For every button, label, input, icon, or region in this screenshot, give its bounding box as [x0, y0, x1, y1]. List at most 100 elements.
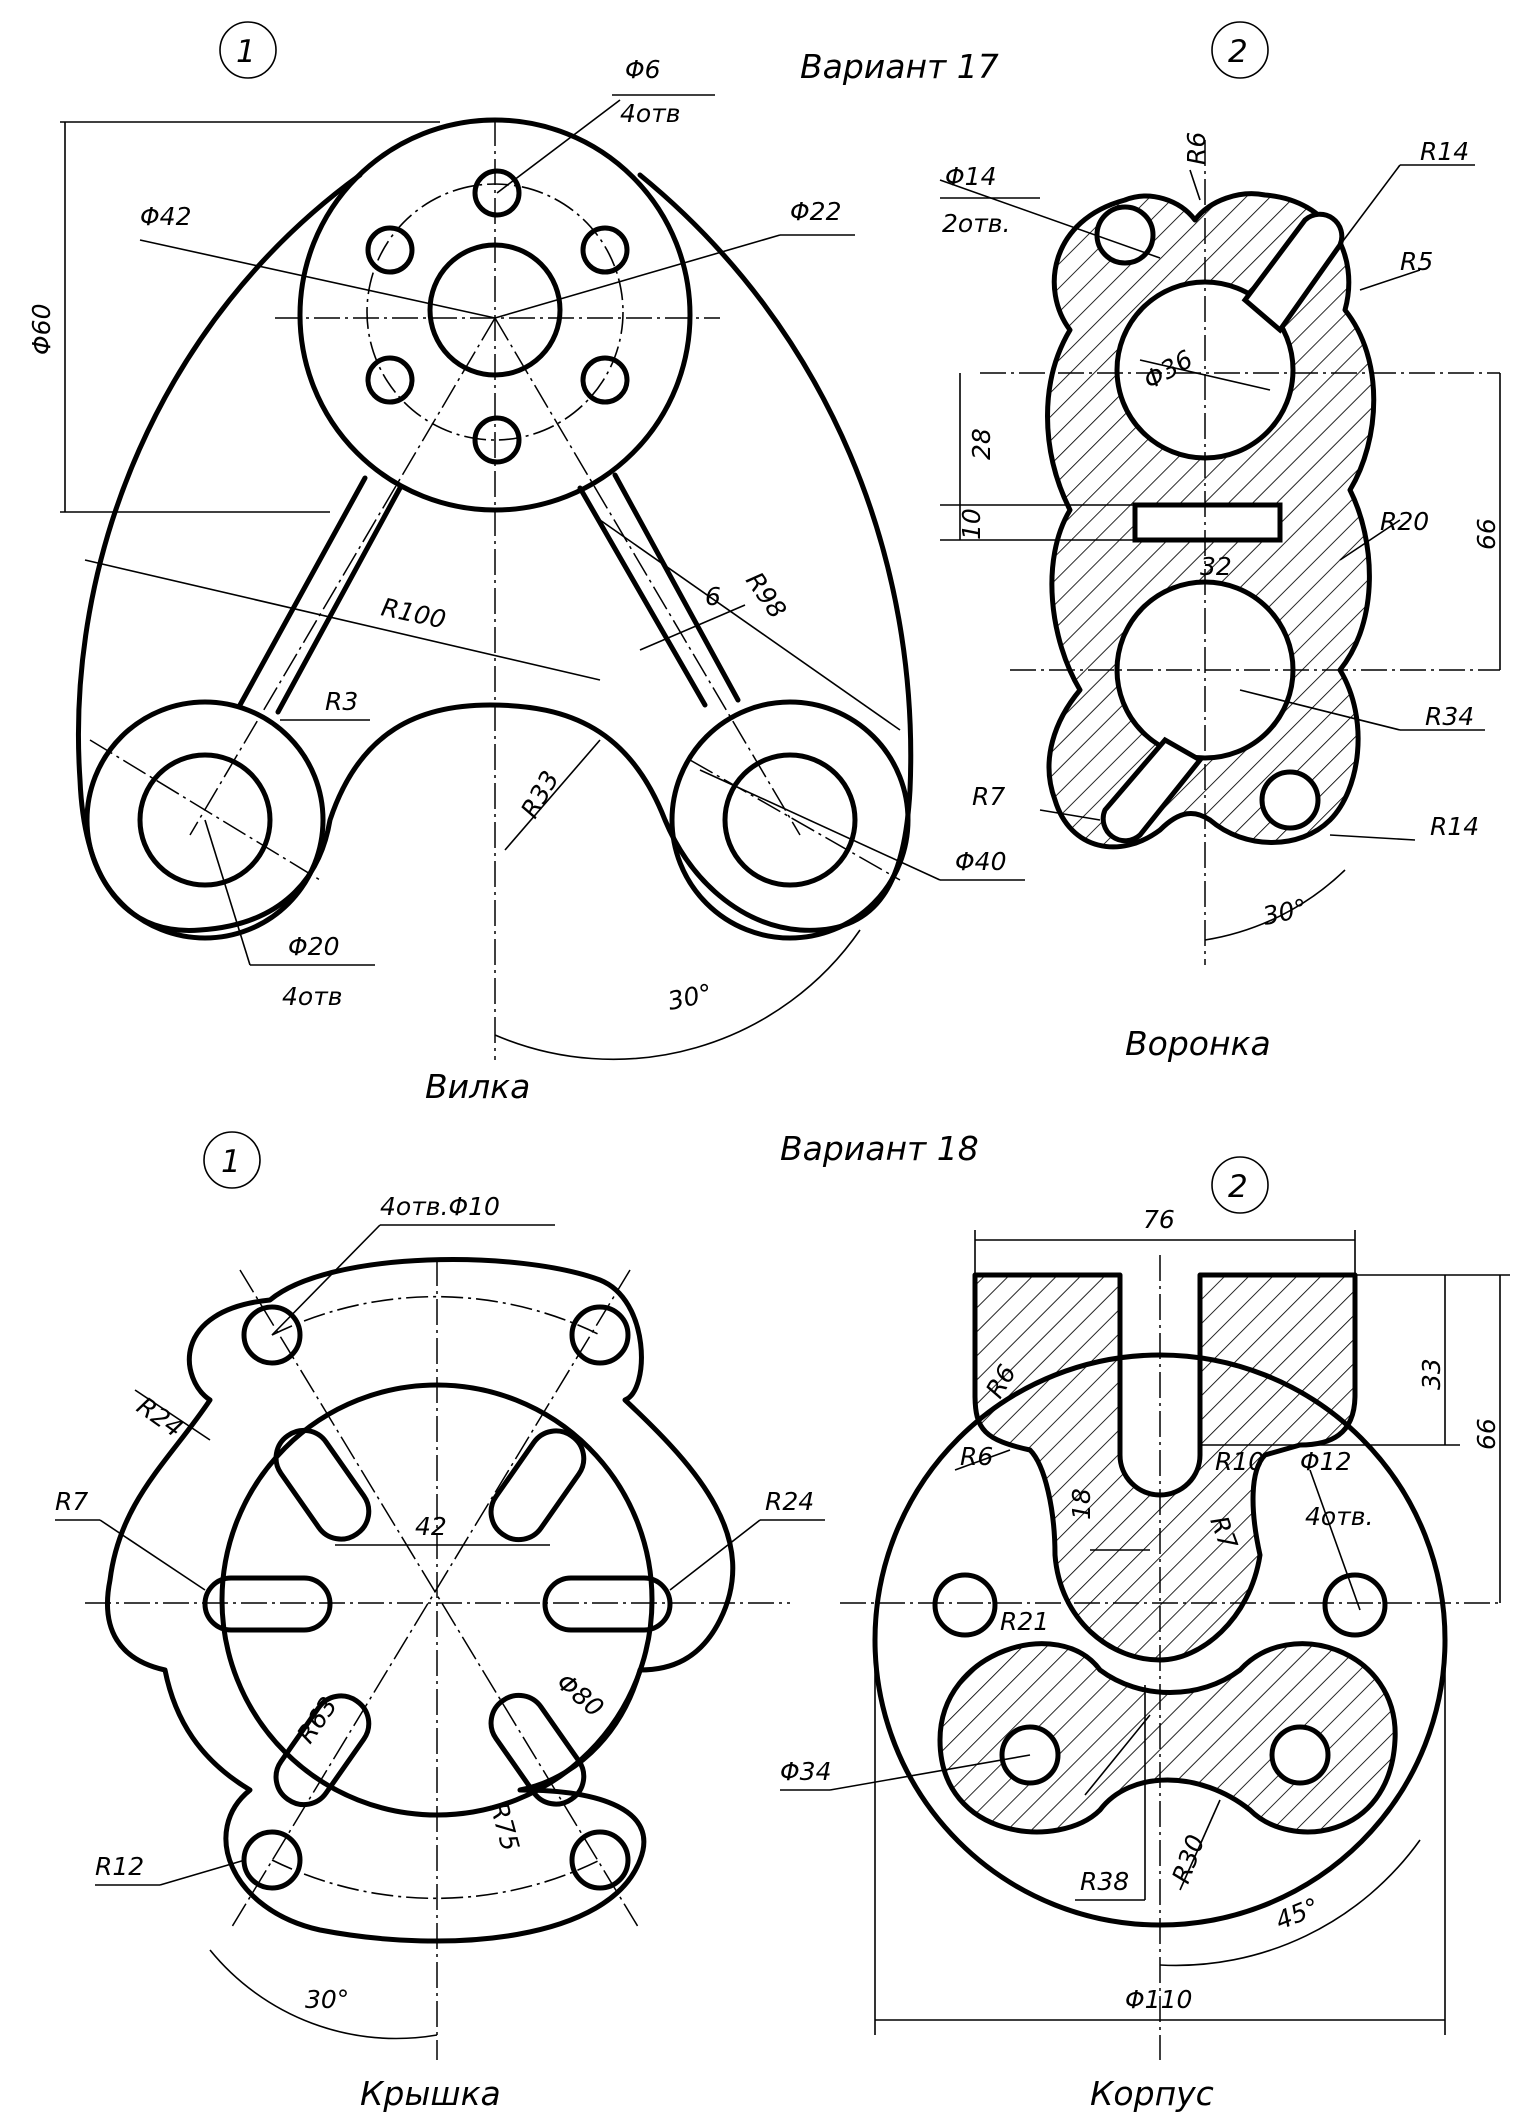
- dim-label: Φ14: [945, 162, 997, 191]
- vilka-rib: [577, 485, 708, 708]
- part-kryshka: [55, 1224, 825, 2060]
- korpus-hole: [1269, 1724, 1331, 1786]
- dim-label: R21: [1000, 1607, 1049, 1636]
- dim-label: 42: [415, 1512, 447, 1541]
- axis-line: [239, 1269, 641, 1931]
- dim-label: 10: [957, 508, 986, 540]
- vilka-small-hole: [580, 355, 630, 405]
- dim-label: R6: [960, 1442, 993, 1471]
- dim-label: R24: [765, 1487, 814, 1516]
- axis-line: [189, 317, 496, 836]
- part-name: Корпус: [1090, 2074, 1214, 2113]
- dim-label: 4отв.Φ10: [380, 1192, 500, 1221]
- vilka-left-boss: [84, 699, 326, 941]
- dim-label: 66: [1472, 518, 1501, 550]
- leader: [1039, 809, 1101, 821]
- dim-label: 28: [967, 428, 996, 460]
- dim-label: Φ34: [780, 1757, 832, 1786]
- vilka-rib: [275, 485, 403, 715]
- dim-label: R75: [484, 1799, 525, 1854]
- vilka-small-hole: [472, 168, 522, 218]
- dim-label: 6: [705, 582, 721, 611]
- leader: [271, 1224, 381, 1336]
- vilka-right-boss: [669, 699, 911, 941]
- voronka-small-hole: [1259, 769, 1321, 831]
- leader: [639, 604, 746, 651]
- dim-label: Φ6: [625, 55, 661, 84]
- dim-label: R10: [1215, 1447, 1264, 1476]
- part-number: 2: [1228, 34, 1248, 70]
- dim-label: 76: [1143, 1205, 1175, 1234]
- leader: [1239, 689, 1401, 731]
- dim-label: Φ20: [288, 932, 340, 961]
- dim-label: R6: [1182, 132, 1211, 165]
- leader: [139, 239, 496, 319]
- part-name: Крышка: [360, 2074, 501, 2113]
- part-vilka: [60, 99, 1025, 1061]
- dim-label: R12: [95, 1852, 144, 1881]
- dim-label: R38: [1080, 1867, 1129, 1896]
- angle-arc: [209, 1949, 438, 2040]
- part-name: Воронка: [1125, 1024, 1271, 1063]
- kryshka-outline: [104, 1257, 736, 1944]
- kryshka-pcd: [271, 1295, 601, 1336]
- vilka-right-bore: [722, 752, 858, 888]
- voronka-window: [1132, 502, 1283, 543]
- leader: [829, 1754, 1031, 1791]
- leader: [1359, 269, 1421, 291]
- variant-title: Вариант 18: [780, 1129, 979, 1168]
- leader: [84, 559, 601, 681]
- kryshka-slot: [202, 1575, 333, 1633]
- dim-label: Φ110: [1125, 1985, 1192, 2014]
- dim-label: 4отв.: [1305, 1502, 1373, 1531]
- dim-label: R3: [325, 687, 358, 716]
- dim-label: R34: [1425, 702, 1474, 731]
- dim-label: Φ42: [140, 202, 192, 231]
- dim-label: 32: [1200, 552, 1232, 581]
- dim-label: Φ22: [790, 197, 842, 226]
- dim-label: Φ40: [955, 847, 1007, 876]
- vilka-small-hole: [365, 225, 415, 275]
- dim-label: R7: [55, 1487, 88, 1516]
- leader: [954, 1449, 1011, 1471]
- dim-label: 18: [1067, 1488, 1096, 1520]
- leader: [1339, 164, 1401, 246]
- dim-label: Φ12: [1300, 1447, 1352, 1476]
- leader: [599, 519, 901, 731]
- vilka-small-hole: [365, 355, 415, 405]
- dim-label: R7: [972, 782, 1005, 811]
- dim-label: R5: [1400, 247, 1433, 276]
- vilka-rib: [612, 472, 741, 703]
- leader: [1339, 519, 1401, 561]
- dim-label: R20: [1380, 507, 1429, 536]
- dim-label: 66: [1472, 1418, 1501, 1450]
- dim-label: R100: [379, 593, 449, 635]
- dim-label: 4отв: [620, 99, 681, 128]
- leader: [99, 1519, 206, 1591]
- kryshka-hole: [569, 1829, 631, 1891]
- part-number-circle: [203, 1131, 261, 1189]
- dim-label: Φ80: [551, 1667, 609, 1722]
- vilka-small-hole: [580, 225, 630, 275]
- axis-line: [229, 1269, 631, 1931]
- korpus-side-hole: [932, 1572, 998, 1638]
- korpus-lower-section: [937, 1641, 1398, 1835]
- kryshka-slot: [488, 1692, 587, 1807]
- kryshka-slot: [488, 1428, 587, 1543]
- dim-label: R98: [740, 567, 792, 624]
- kryshka-pcd: [271, 1859, 601, 1900]
- leader: [159, 1859, 246, 1886]
- voronka-slot: [1100, 736, 1204, 844]
- korpus-section: [972, 1272, 1358, 1663]
- kryshka-slot: [273, 1693, 372, 1808]
- vilka-small-hole: [472, 415, 522, 465]
- leader: [1329, 834, 1416, 841]
- kryshka-hole: [241, 1304, 303, 1366]
- leader: [504, 739, 601, 851]
- vilka-rib: [237, 475, 368, 708]
- dim-label: R14: [1430, 812, 1479, 841]
- part-name: Вилка: [425, 1067, 530, 1106]
- dim-label: R33: [515, 766, 565, 823]
- part-number: 1: [221, 1144, 241, 1180]
